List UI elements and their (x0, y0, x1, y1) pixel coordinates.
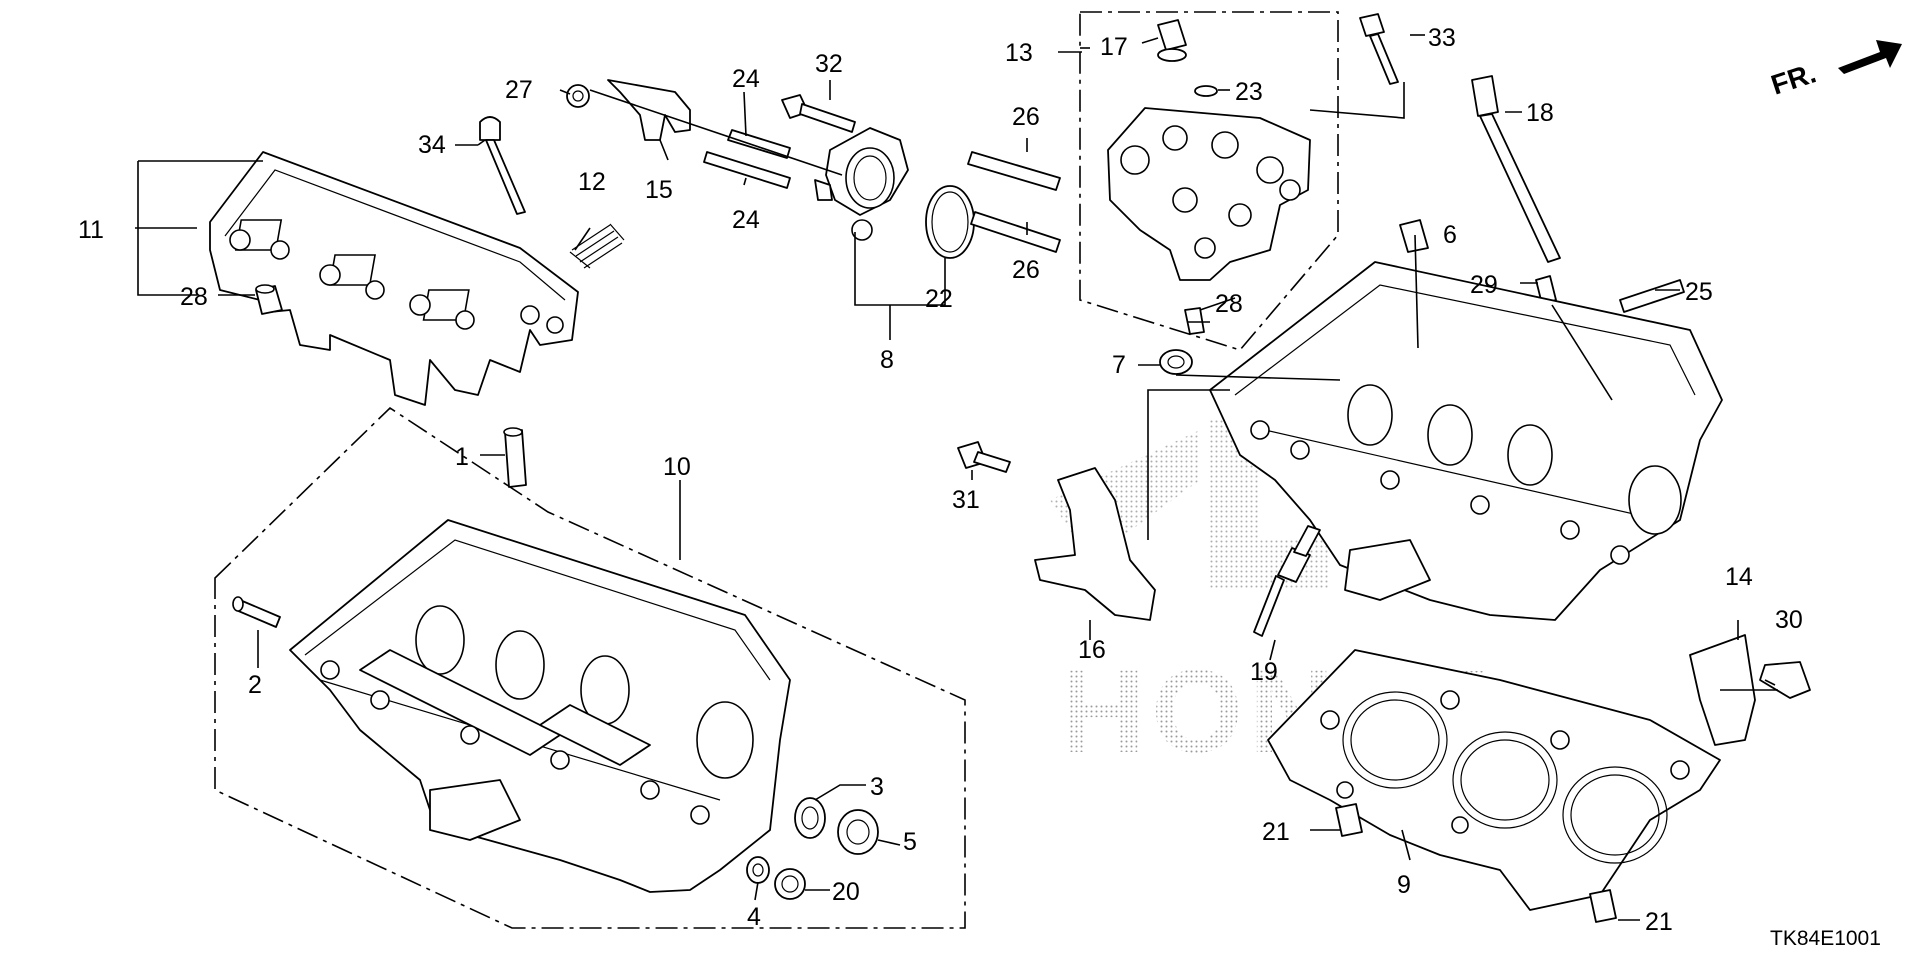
leader-lines (135, 34, 1778, 921)
group-box-10 (214, 406, 966, 929)
callout-21a: 21 (1262, 818, 1290, 846)
callout-4: 4 (747, 903, 761, 931)
part-bolt-31 (957, 441, 1011, 473)
part-studs-26 (967, 151, 1061, 253)
part-nut-27 (566, 84, 590, 108)
part-dowels-21 (1335, 803, 1617, 923)
part-washer-4 (746, 856, 770, 884)
callout-14: 14 (1725, 563, 1753, 591)
callout-29: 29 (1470, 271, 1498, 299)
callout-labels: 1 2 3 4 5 6 7 8 9 10 11 12 13 14 15 16 1… (78, 24, 1803, 936)
part-sensor-17 (1157, 19, 1187, 62)
callout-33: 33 (1428, 24, 1456, 52)
part-bolt-30 (1759, 661, 1811, 699)
callout-28b: 28 (1215, 290, 1243, 318)
part-bolt-34 (479, 116, 526, 215)
callout-20: 20 (832, 878, 860, 906)
part-cylinder-head-right (1209, 261, 1723, 621)
callout-26b: 26 (1012, 256, 1040, 284)
part-plug-20 (774, 868, 806, 900)
callout-22: 22 (925, 285, 953, 313)
callout-13: 13 (1005, 39, 1033, 67)
part-spark-plug-19 (1253, 525, 1321, 637)
callout-2: 2 (248, 671, 262, 699)
callout-19: 19 (1250, 658, 1278, 686)
part-bolt-18 (1471, 75, 1561, 263)
callout-24b: 24 (732, 206, 760, 234)
part-dowel-28-right (1184, 307, 1205, 335)
front-direction-indicator: FR. (1767, 40, 1902, 101)
callout-25: 25 (1685, 278, 1713, 306)
part-bolt-32 (781, 94, 856, 133)
part-bolt-25 (1619, 279, 1685, 313)
part-camshaft-holder (209, 151, 579, 406)
callout-8: 8 (880, 346, 894, 374)
part-o-ring-22 (925, 185, 975, 259)
callout-32: 32 (815, 50, 843, 78)
callout-3: 3 (870, 773, 884, 801)
callout-30: 30 (1775, 606, 1803, 634)
callout-7: 7 (1112, 351, 1126, 379)
callout-31: 31 (952, 486, 980, 514)
direction-arrow-icon (1838, 40, 1902, 74)
part-cylinder-head-left (289, 519, 791, 893)
callout-1: 1 (455, 443, 469, 471)
part-spool-valve-13 (1107, 107, 1311, 281)
part-cap-6 (1399, 219, 1429, 253)
part-guide-1 (503, 427, 527, 488)
diagram-code: TK84E1001 (1770, 927, 1881, 950)
part-washer-23 (1194, 85, 1218, 97)
callout-18: 18 (1526, 99, 1554, 127)
callout-16: 16 (1078, 636, 1106, 664)
callout-24a: 24 (732, 65, 760, 93)
part-plug-5 (837, 809, 879, 855)
part-pin-2 (232, 596, 281, 628)
callout-9: 9 (1397, 871, 1411, 899)
group-box-13 (1079, 11, 1339, 351)
part-studs-24 (703, 129, 791, 189)
callout-12: 12 (578, 168, 606, 196)
callout-11: 11 (78, 216, 104, 244)
callout-17: 17 (1100, 33, 1128, 61)
callout-5: 5 (903, 828, 917, 856)
callout-23: 23 (1235, 78, 1263, 106)
callout-34: 34 (418, 131, 446, 159)
direction-label: FR. (1767, 57, 1819, 100)
part-head-gasket (1267, 649, 1721, 911)
part-bolt-33 (1359, 13, 1399, 85)
callout-28a: 28 (180, 283, 208, 311)
part-plug-7 (1159, 349, 1193, 375)
part-washer-3 (794, 797, 826, 839)
callout-21b: 21 (1645, 908, 1673, 936)
part-spring-12 (569, 223, 625, 269)
callout-26a: 26 (1012, 103, 1040, 131)
part-actuator-8 (814, 127, 909, 241)
callout-27: 27 (505, 76, 533, 104)
part-bracket-16 (1034, 467, 1156, 621)
callout-10: 10 (663, 453, 691, 481)
part-dowel-28-left (255, 284, 283, 315)
callout-6: 6 (1443, 221, 1457, 249)
callout-15: 15 (645, 176, 673, 204)
